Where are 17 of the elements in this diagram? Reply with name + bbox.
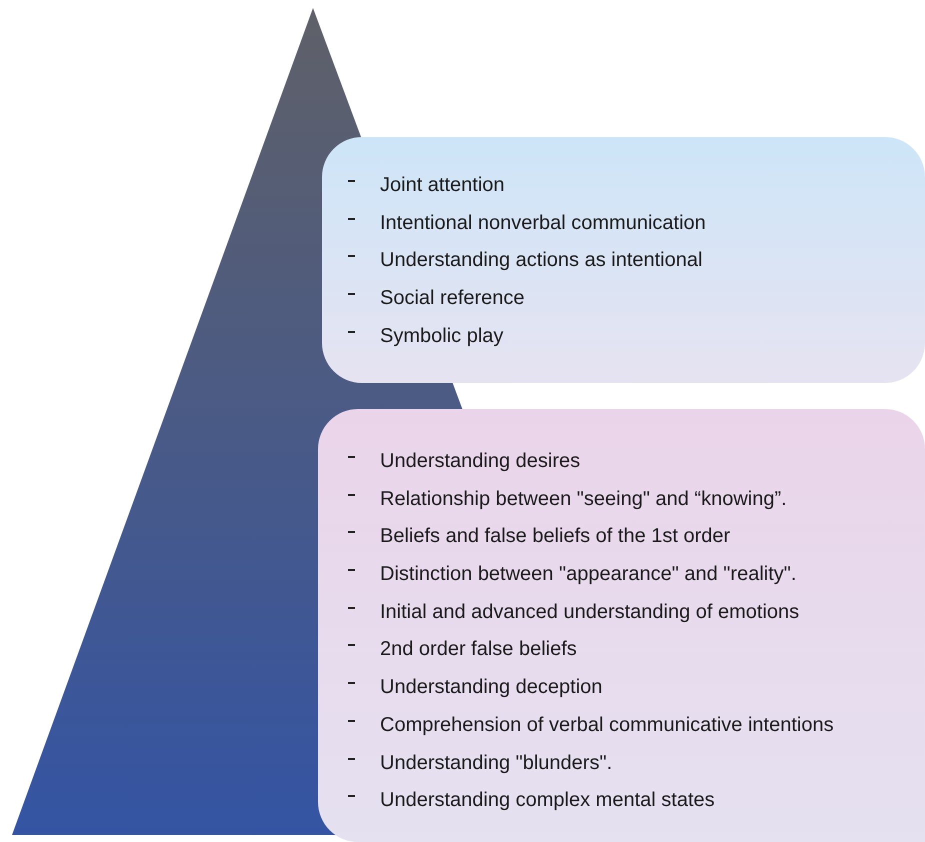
list-item: Comprehension of verbal communicative intentions: [380, 712, 835, 738]
list-item: Relationship between "seeing" and “knowing”.: [380, 486, 788, 512]
list-panel: [322, 137, 925, 383]
list-item: 2nd order false beliefs: [380, 637, 578, 662]
list-item: Understanding actions as intentional: [380, 248, 704, 274]
list-item: Symbolic play: [380, 324, 504, 349]
list-item: Initial and advanced understanding of emotions: [380, 600, 800, 625]
list-item: Social reference: [380, 286, 526, 312]
list-item: Understanding "blunders".: [380, 750, 614, 776]
list-item: Intentional nonverbal communication: [380, 210, 707, 236]
list-item: Understanding deception: [380, 675, 604, 700]
list-item: Beliefs and false beliefs of the 1st order: [380, 524, 732, 550]
list-item: Understanding desires: [380, 449, 582, 474]
list-item: Joint attention: [380, 173, 506, 198]
list-item: Distinction between "appearance" and "reality".: [380, 562, 798, 588]
list-panel: [318, 409, 925, 842]
list-item: Understanding complex mental states: [380, 788, 716, 814]
